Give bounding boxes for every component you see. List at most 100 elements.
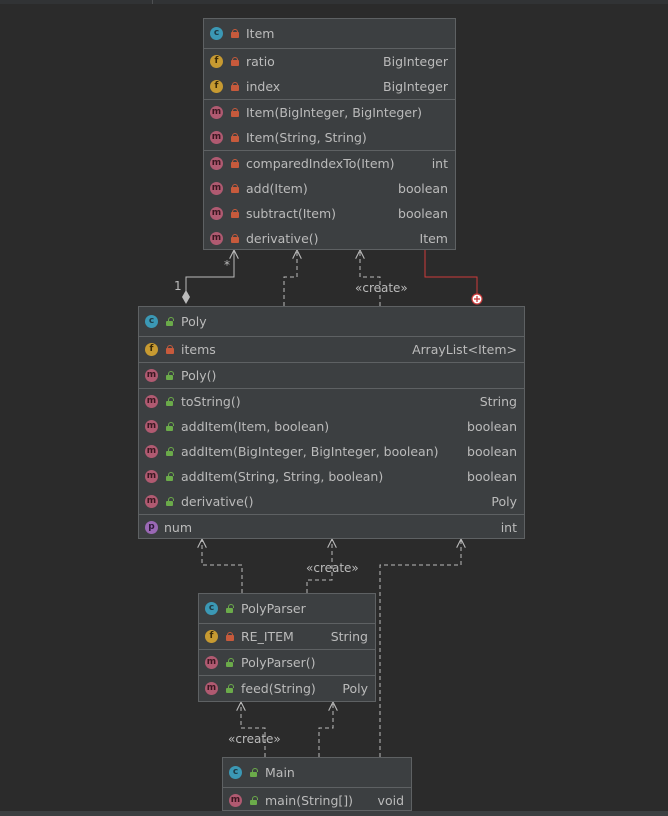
public-unlock-icon <box>165 397 175 407</box>
class-icon: c <box>210 27 223 40</box>
method-row[interactable]: m addItem(Item, boolean) boolean <box>139 414 524 439</box>
method-row[interactable]: m comparedIndexTo(Item) int <box>204 151 455 176</box>
member-type: boolean <box>467 419 517 434</box>
private-lock-icon <box>230 209 240 219</box>
member-name: Poly() <box>181 368 217 383</box>
method-icon: m <box>210 232 223 245</box>
public-unlock-icon <box>249 768 259 778</box>
member-name: add(Item) <box>246 181 308 196</box>
dependency-line-main-poly[interactable] <box>379 539 461 757</box>
constructors-section: m PolyParser() <box>199 650 375 676</box>
method-row[interactable]: m derivative() Poly <box>139 489 524 514</box>
member-name: comparedIndexTo(Item) <box>246 156 395 171</box>
class-header[interactable]: c Item <box>204 19 455 49</box>
private-lock-icon <box>230 234 240 244</box>
method-icon: m <box>210 182 223 195</box>
method-icon: m <box>210 207 223 220</box>
public-unlock-icon <box>165 447 175 457</box>
member-name: addItem(String, String, boolean) <box>181 469 384 484</box>
top-toolbar-edge <box>0 0 668 4</box>
method-row[interactable]: m add(Item) boolean <box>204 176 455 201</box>
create-line-poly-item[interactable] <box>360 250 381 306</box>
method-icon: m <box>210 106 223 119</box>
field-row[interactable]: f ratio BigInteger <box>204 49 455 74</box>
member-type: Item <box>419 231 448 246</box>
method-icon: m <box>145 420 158 433</box>
method-icon: m <box>145 495 158 508</box>
member-name: index <box>246 79 281 94</box>
create-line-polyparser-poly[interactable] <box>306 539 332 593</box>
public-unlock-icon <box>165 317 175 327</box>
private-lock-icon <box>230 57 240 67</box>
dependency-line-polyparser-poly[interactable] <box>202 539 243 593</box>
method-icon: m <box>210 157 223 170</box>
toolbar-divider <box>152 0 153 4</box>
method-row[interactable]: m addItem(String, String, boolean) boole… <box>139 464 524 489</box>
class-header[interactable]: c Poly <box>139 307 524 337</box>
member-type: String <box>479 394 517 409</box>
member-type: BigInteger <box>383 54 448 69</box>
member-name: Item(BigInteger, BigInteger) <box>246 105 423 120</box>
method-icon: m <box>210 131 223 144</box>
member-type: boolean <box>398 206 448 221</box>
method-row[interactable]: m toString() String <box>139 389 524 414</box>
methods-section: m feed(String) Poly <box>199 676 375 701</box>
class-header[interactable]: c Main <box>223 758 411 788</box>
method-icon: m <box>205 656 218 669</box>
private-lock-icon <box>230 82 240 92</box>
member-type: String <box>330 629 368 644</box>
member-type: Poly <box>342 681 368 696</box>
dependency-line-poly-item[interactable] <box>283 250 297 306</box>
method-row[interactable]: m derivative() Item <box>204 226 455 249</box>
method-icon: m <box>145 395 158 408</box>
method-row[interactable]: m addItem(BigInteger, BigInteger, boolea… <box>139 439 524 464</box>
constructor-row[interactable]: m Item(BigInteger, BigInteger) <box>204 100 455 125</box>
constructor-row[interactable]: m Poly() <box>139 363 524 388</box>
class-poly[interactable]: c Poly f items ArrayList<Item> m Poly() … <box>138 306 525 539</box>
methods-section: m comparedIndexTo(Item) int m add(Item) … <box>204 151 455 249</box>
class-name: Item <box>246 26 275 41</box>
aggregation-line-poly-item[interactable] <box>185 250 234 298</box>
class-main[interactable]: c Main m main(String[]) void <box>222 757 412 811</box>
public-unlock-icon <box>225 684 235 694</box>
member-name: ratio <box>246 54 275 69</box>
field-icon: f <box>210 55 223 68</box>
class-name: PolyParser <box>241 601 306 616</box>
member-name: feed(String) <box>241 681 316 696</box>
public-unlock-icon <box>225 604 235 614</box>
aggregation-diamond <box>182 290 190 304</box>
member-name: derivative() <box>181 494 254 509</box>
field-icon: f <box>145 343 158 356</box>
method-row[interactable]: m subtract(Item) boolean <box>204 201 455 226</box>
public-unlock-icon <box>165 472 175 482</box>
private-lock-icon <box>230 108 240 118</box>
property-row[interactable]: p num int <box>139 515 524 538</box>
inner-class-line-item-poly[interactable] <box>424 250 478 294</box>
field-row[interactable]: f RE_ITEM String <box>199 624 375 649</box>
member-name: RE_ITEM <box>241 629 294 644</box>
public-unlock-icon <box>165 497 175 507</box>
field-row[interactable]: f items ArrayList<Item> <box>139 337 524 362</box>
field-row[interactable]: f index BigInteger <box>204 74 455 99</box>
member-name: PolyParser() <box>241 655 316 670</box>
fields-section: f RE_ITEM String <box>199 624 375 650</box>
member-name: items <box>181 342 216 357</box>
class-item[interactable]: c Item f ratio BigInteger f index BigInt… <box>203 18 456 250</box>
private-lock-icon <box>230 184 240 194</box>
public-unlock-icon <box>165 371 175 381</box>
multiplicity-many-label: * <box>224 258 230 272</box>
method-row[interactable]: m main(String[]) void <box>223 788 411 810</box>
create-line-main-polyparser[interactable] <box>241 702 266 757</box>
method-row[interactable]: m feed(String) Poly <box>199 676 375 701</box>
public-unlock-icon <box>225 658 235 668</box>
dependency-line-main-polyparser[interactable] <box>318 702 333 757</box>
class-header[interactable]: c PolyParser <box>199 594 375 624</box>
member-name: addItem(BigInteger, BigInteger, boolean) <box>181 444 439 459</box>
class-icon: c <box>205 602 218 615</box>
constructor-row[interactable]: m PolyParser() <box>199 650 375 675</box>
constructor-row[interactable]: m Item(String, String) <box>204 125 455 150</box>
class-polyparser[interactable]: c PolyParser f RE_ITEM String m PolyPars… <box>198 593 376 702</box>
public-unlock-icon <box>249 796 259 806</box>
methods-section: m main(String[]) void <box>223 788 411 810</box>
